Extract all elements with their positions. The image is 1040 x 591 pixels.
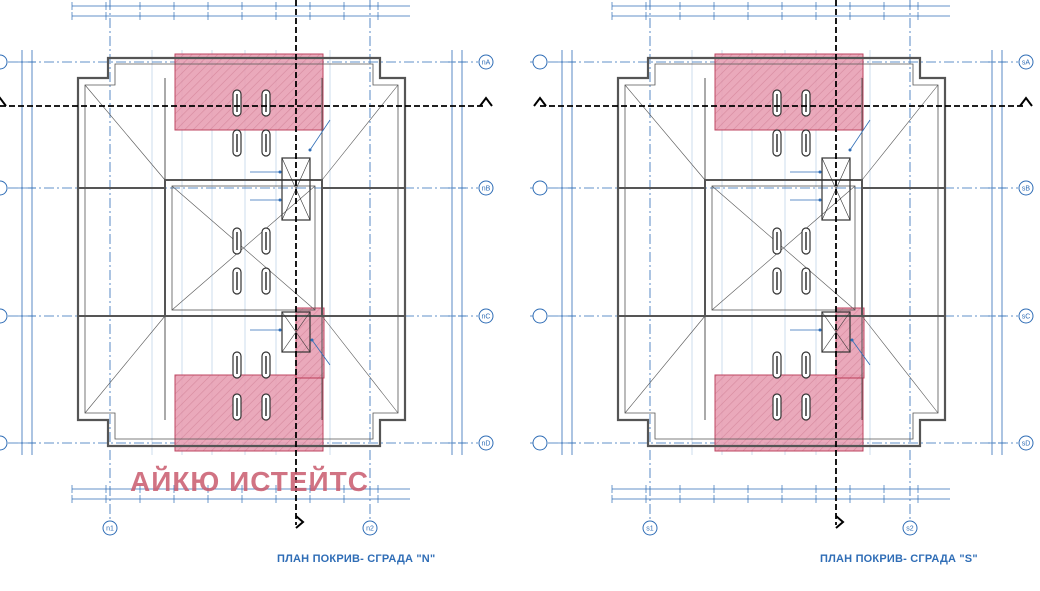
- slope-arrow-head: [278, 328, 282, 332]
- section-cut-arrow: [295, 515, 305, 529]
- axis-label-nB: nB: [482, 186, 491, 193]
- highlight-zone: [174, 53, 324, 131]
- axis-bubble: [478, 180, 494, 196]
- axis-bubble: [478, 435, 494, 451]
- axis-label-s1: s1: [646, 526, 654, 533]
- axis-bubble: [478, 308, 494, 324]
- axis-bubble: [532, 180, 548, 196]
- axis-bubble: [642, 520, 658, 536]
- axis-bubble: [102, 520, 118, 536]
- plan-title-s: ПЛАН ПОКРИВ- СГРАДА "S": [820, 553, 978, 565]
- axis-label-nC: nC: [482, 314, 491, 321]
- axis-label-s2: s2: [906, 526, 914, 533]
- axis-label-n1: n1: [106, 526, 114, 533]
- axis-bubble: [1018, 54, 1034, 70]
- axis-label-nD: nD: [482, 441, 491, 448]
- slope-arrow: [311, 339, 331, 366]
- section-cut-arrow: [835, 515, 845, 529]
- section-cut-arrow: [0, 96, 7, 107]
- section-cut-arrow: [533, 96, 547, 107]
- axis-label-nA: nA: [482, 60, 491, 67]
- slope-arrow-head: [818, 170, 822, 174]
- slope-arrow-head: [310, 338, 314, 342]
- section-cut-arrow: [1019, 96, 1033, 107]
- slope-line: [171, 185, 316, 311]
- slope-arrow-head: [308, 148, 312, 152]
- axis-bubble: [0, 180, 8, 196]
- central-block-inner: [711, 185, 856, 311]
- axis-bubble: [0, 308, 8, 324]
- plan-s: sA sB sC sD s1 s2: [530, 0, 1034, 536]
- axis-bubble: [532, 54, 548, 70]
- slope-line: [84, 84, 166, 181]
- slope-arrow: [309, 119, 331, 151]
- central-block-inner: [171, 185, 316, 311]
- axis-bubble: [0, 435, 8, 451]
- slope-line: [861, 84, 939, 181]
- axis-bubble: [1018, 180, 1034, 196]
- slope-line: [861, 315, 939, 414]
- slope-arrow: [851, 339, 871, 366]
- slope-arrow-head: [850, 338, 854, 342]
- axis-bubble: [1018, 308, 1034, 324]
- highlight-zone: [714, 53, 864, 131]
- roof-hatch-cross: [821, 311, 851, 353]
- watermark: АЙКЮ ИСТЕЙТС: [130, 466, 369, 497]
- slope-line: [711, 185, 856, 311]
- central-block: [704, 179, 863, 317]
- plan-title-n: ПЛАН ПОКРИВ- СГРАДА "N": [277, 553, 436, 565]
- slope-line: [624, 315, 706, 414]
- section-cut-arrow: [479, 96, 493, 107]
- axis-bubble: [362, 520, 378, 536]
- axis-label-sD: sD: [1022, 441, 1031, 448]
- axis-label-sB: sB: [1022, 186, 1031, 193]
- axis-bubble: [478, 54, 494, 70]
- roof-outline: [616, 56, 947, 448]
- slope-arrow-head: [818, 328, 822, 332]
- roof-outline: [76, 56, 407, 448]
- slope-line: [624, 84, 706, 181]
- axis-bubble: [902, 520, 918, 536]
- axis-label-sC: sC: [1022, 314, 1031, 321]
- axis-label-n2: n2: [366, 526, 374, 533]
- plan-n: nA nB nC nD n1 n2: [0, 0, 494, 536]
- slope-arrow-head: [848, 148, 852, 152]
- axis-bubble: [0, 54, 8, 70]
- slope-line: [321, 315, 399, 414]
- slope-arrow-head: [818, 198, 822, 202]
- highlight-zone: [174, 374, 324, 452]
- axis-label-sA: sA: [1022, 60, 1031, 67]
- axis-bubble: [1018, 435, 1034, 451]
- axis-bubble: [532, 435, 548, 451]
- slope-line: [84, 315, 166, 414]
- slope-line: [321, 84, 399, 181]
- slope-arrow-head: [278, 198, 282, 202]
- slope-arrow-head: [278, 170, 282, 174]
- slope-arrow: [849, 119, 871, 151]
- roof-hatch-cross: [281, 311, 311, 353]
- axis-bubble: [532, 308, 548, 324]
- central-block: [164, 179, 323, 317]
- highlight-zone: [714, 374, 864, 452]
